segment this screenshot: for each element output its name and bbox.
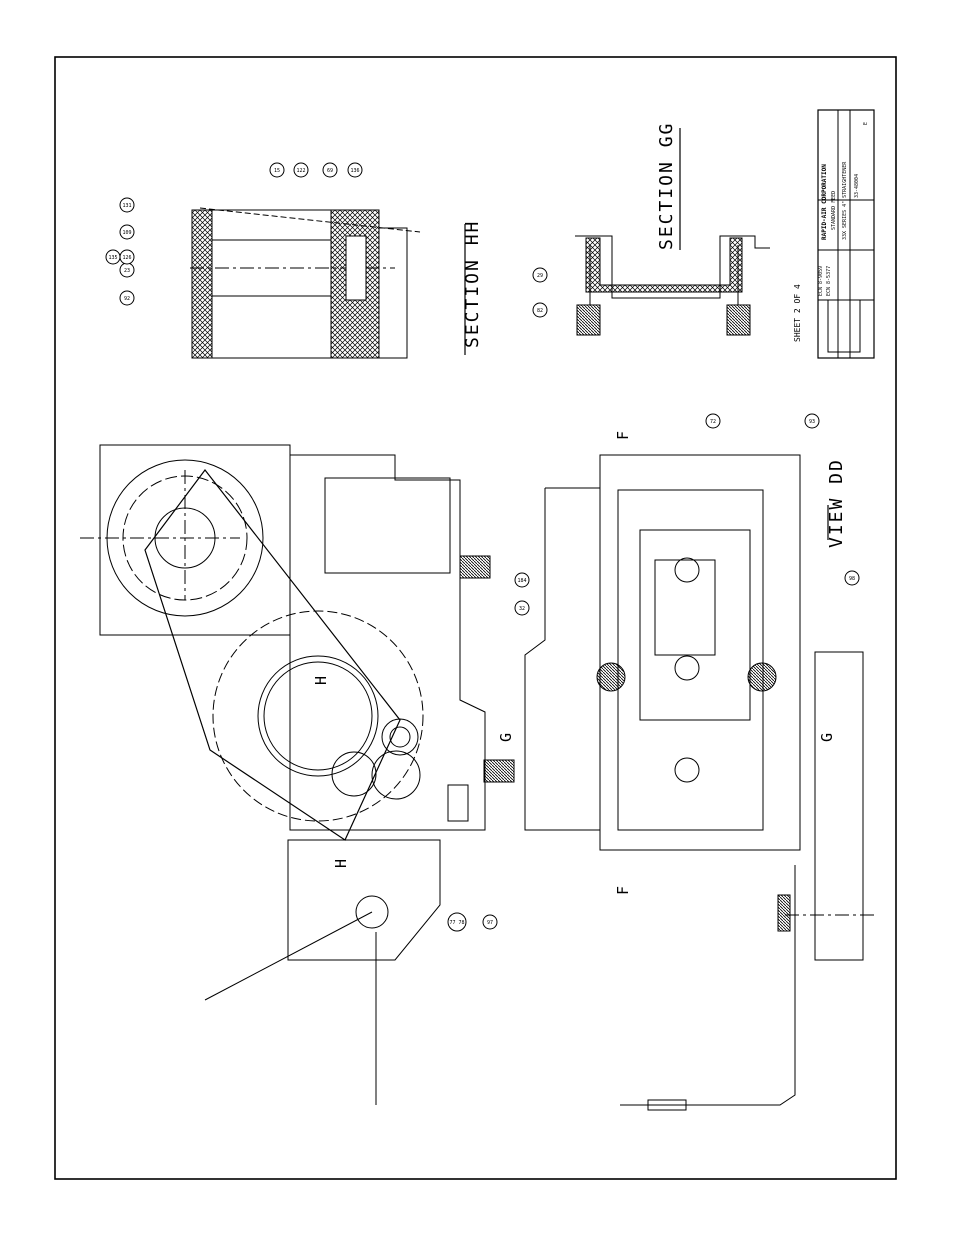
svg-text:92: 92: [124, 296, 130, 302]
cut-g-left: G: [497, 733, 515, 742]
svg-text:98: 98: [849, 576, 855, 582]
label-plate: [448, 785, 468, 821]
title-company: RAPID-AIR CORPORATION: [821, 164, 828, 240]
view-dd-label: VIEW DD: [826, 458, 847, 548]
view-dd: [525, 455, 875, 1110]
view-dd-inner: [640, 530, 750, 720]
view-dd-roll-3: [675, 758, 699, 782]
balloon: 92: [120, 291, 134, 305]
view-dd-beam: [815, 652, 863, 960]
idler-gear-2: [372, 751, 420, 799]
balloon: 135: [106, 250, 120, 264]
svg-text:122: 122: [296, 168, 305, 174]
section-hh-body: [212, 210, 331, 358]
title-ecn-1: ECN 8-9059: [818, 266, 824, 296]
balloon: 122: [294, 163, 308, 177]
svg-text:136: 136: [350, 168, 359, 174]
svg-text:82: 82: [537, 308, 543, 314]
title-subtitle: STANDARD FEED: [831, 191, 837, 230]
balloon: 93: [805, 414, 819, 428]
section-hh-label: SECTION HH: [462, 220, 483, 348]
lower-bracket: [288, 840, 440, 960]
title-rev: E: [863, 122, 869, 125]
balloon: 29: [533, 268, 547, 282]
section-hh-bearing: [346, 236, 366, 300]
knob-upper: [460, 556, 490, 578]
balloon: 69: [323, 163, 337, 177]
section-gg-knob-right: [727, 305, 750, 335]
svg-text:97: 97: [487, 920, 493, 926]
balloon: 98: [845, 571, 859, 585]
balloon: 32: [515, 601, 529, 615]
section-hh-hatch-left: [192, 210, 212, 358]
balloon: 136: [348, 163, 362, 177]
gearbox-housing: [290, 455, 485, 830]
balloon: 97: [483, 915, 497, 929]
gear-large: [258, 656, 378, 776]
balloon: 131: [120, 198, 134, 212]
svg-text:93: 93: [809, 419, 815, 425]
balloon: 184: [515, 573, 529, 587]
title-drawing-number: 33-48004: [854, 174, 860, 198]
svg-text:109: 109: [122, 230, 131, 236]
svg-text:131: 131: [122, 203, 131, 209]
svg-text:72: 72: [710, 419, 716, 425]
balloon: 82: [533, 303, 547, 317]
cover-plate: [325, 478, 450, 573]
title-description: 33X SERIES 4" STRAIGHTENER: [842, 161, 848, 240]
svg-text:69: 69: [327, 168, 333, 174]
svg-text:135: 135: [108, 255, 117, 261]
view-dd-nut-left: [597, 663, 625, 691]
view-dd-block: [655, 560, 715, 655]
balloon: 77 78: [448, 913, 466, 931]
view-dd-nut-right: [748, 663, 776, 691]
svg-text:15: 15: [274, 168, 280, 174]
title-ecn-2: ECN 8-5377: [826, 266, 832, 296]
section-gg-knob-left: [577, 305, 600, 335]
balloon: 72: [706, 414, 720, 428]
idler-gear-1: [332, 752, 376, 796]
svg-text:77 78: 77 78: [449, 920, 464, 926]
section-gg-label: SECTION GG: [656, 122, 677, 250]
cut-g-right: G: [818, 733, 836, 742]
svg-text:32: 32: [519, 606, 525, 612]
belt-guard: [145, 470, 400, 840]
side-view: [80, 445, 514, 1105]
sheet-number: SHEET 2 OF 4: [793, 284, 802, 342]
balloon: 109: [120, 225, 134, 239]
cut-f-top: F: [614, 431, 632, 440]
view-dd-knob-end: [778, 895, 790, 931]
view-dd-guide: [525, 488, 600, 830]
title-block-logo: [828, 300, 860, 352]
balloon: 15: [270, 163, 284, 177]
gear-pitch-circle: [213, 611, 423, 821]
svg-text:184: 184: [517, 578, 526, 584]
balloon: 126: [120, 250, 134, 264]
view-dd-frame: [600, 455, 800, 850]
section-hh-step: [379, 228, 407, 358]
view-dd-rod: [620, 865, 795, 1105]
cut-f-bottom: F: [614, 886, 632, 895]
knob-lower: [484, 760, 514, 782]
svg-text:126: 126: [122, 255, 131, 261]
motor-plate: [100, 445, 290, 635]
view-dd-roll-2: [675, 656, 699, 680]
drive-hub: [382, 719, 418, 755]
cut-h-bottom: H: [332, 859, 350, 868]
svg-text:23: 23: [124, 268, 130, 274]
balloon: 23: [120, 263, 134, 277]
cut-h-top: H: [312, 676, 330, 685]
section-hh: [190, 208, 465, 358]
view-dd-roll-1: [675, 558, 699, 582]
svg-text:29: 29: [537, 273, 543, 279]
